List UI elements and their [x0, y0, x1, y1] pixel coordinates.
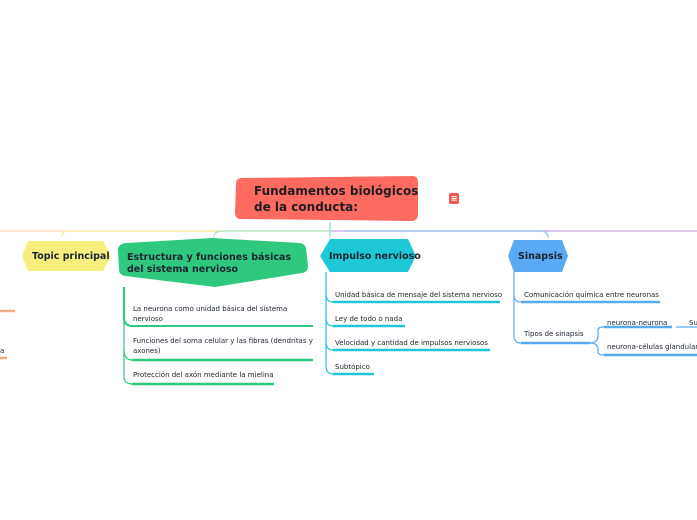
impulso-child-3[interactable]: Velocidad y cantidad de impulsos nervios… [335, 339, 488, 347]
topic-estructura-label[interactable]: Estructura y funciones básicas del siste… [127, 252, 292, 275]
topic-impulso-label[interactable]: Impulso nervioso [329, 251, 421, 262]
estructura-child-2[interactable]: Funciones del soma celular y las fibras … [133, 337, 313, 355]
branch-line-blue [345, 230, 549, 239]
offscreen-left-fragment: a [0, 347, 5, 355]
topic-principal-shape [22, 241, 111, 271]
sinapsis-grandchild-2[interactable]: neurona-células glandulares [607, 343, 697, 351]
topic-sinapsis-shape [508, 240, 568, 272]
sinapsis-cut-text[interactable]: Su [689, 319, 697, 327]
impulso-child-2[interactable]: Ley de todo o nada [335, 315, 403, 323]
topic-impulso-shape [320, 239, 416, 272]
topic-principal-label[interactable]: Topic principal [32, 251, 110, 262]
menu-lines-icon[interactable]: ≡ [449, 193, 459, 204]
impulso-child-1[interactable]: Unidad básica de mensaje del sistema ner… [335, 291, 503, 299]
central-topic-label[interactable]: Fundamentos biológicos de la conducta: [254, 184, 419, 214]
central-node-shape [235, 176, 418, 221]
estructura-child-3[interactable]: Protección del axón mediante la mielina [133, 371, 274, 379]
sinapsis-child-1[interactable]: Comunicación química entre neuronas [524, 291, 659, 299]
topic-sinapsis-label[interactable]: Sinapsis [518, 251, 563, 262]
impulso-child-4[interactable]: Subtópico [335, 363, 370, 371]
sinapsis-grandchild-1[interactable]: neurona-neurona [607, 319, 668, 327]
estructura-child-1[interactable]: La neurona como unidad básica del sistem… [133, 305, 288, 323]
topic-estructura-shape [118, 238, 308, 287]
sinapsis-child-2[interactable]: Tipos de sinapsis [524, 330, 584, 338]
